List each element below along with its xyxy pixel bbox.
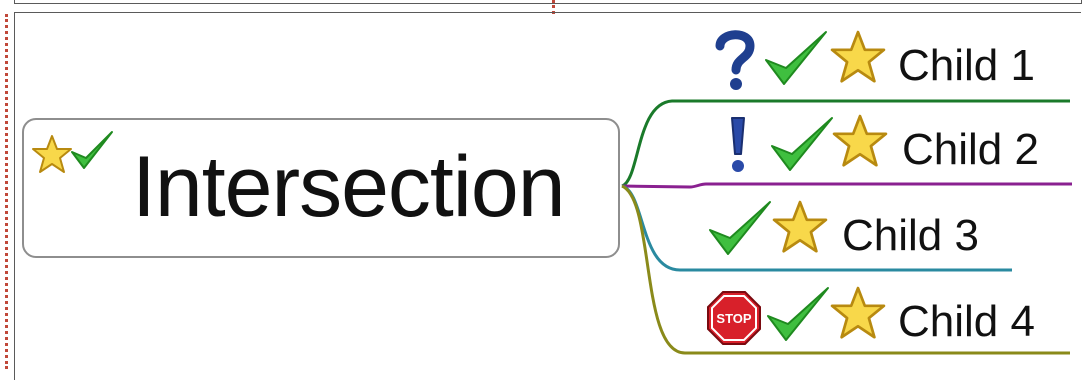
- child-4-label[interactable]: Child 4: [898, 297, 1035, 346]
- top-frame-strip: [14, 0, 1082, 4]
- checkmark-icon: [71, 131, 113, 169]
- star-icon: [830, 30, 886, 83]
- question-icon: [715, 30, 755, 90]
- checkmark-icon: [767, 287, 829, 341]
- branch-line-child-4: [621, 184, 1070, 355]
- branch-line-child-1: [621, 99, 1070, 188]
- star-icon: [830, 286, 886, 339]
- canvas-frame: [14, 12, 1081, 380]
- branch-line-child-2: [621, 182, 1072, 189]
- checkmark-icon: [709, 201, 771, 255]
- star-icon: [832, 114, 888, 167]
- left-dotted-guide: [5, 14, 8, 369]
- central-topic-label: Intersection: [132, 139, 566, 235]
- child-1-label[interactable]: Child 1: [898, 41, 1035, 90]
- stop-sign-icon: STOP: [707, 291, 761, 345]
- checkmark-icon: [765, 31, 827, 85]
- top-dotted-guide: [552, 0, 555, 14]
- child-2-label[interactable]: Child 2: [902, 125, 1039, 174]
- exclamation-icon: [731, 117, 745, 172]
- star-icon: [32, 135, 72, 173]
- star-icon: [772, 200, 828, 253]
- checkmark-icon: [771, 117, 833, 171]
- child-3-label[interactable]: Child 3: [842, 211, 979, 260]
- central-topic[interactable]: [22, 118, 620, 258]
- stop-sign-text: STOP: [716, 311, 751, 326]
